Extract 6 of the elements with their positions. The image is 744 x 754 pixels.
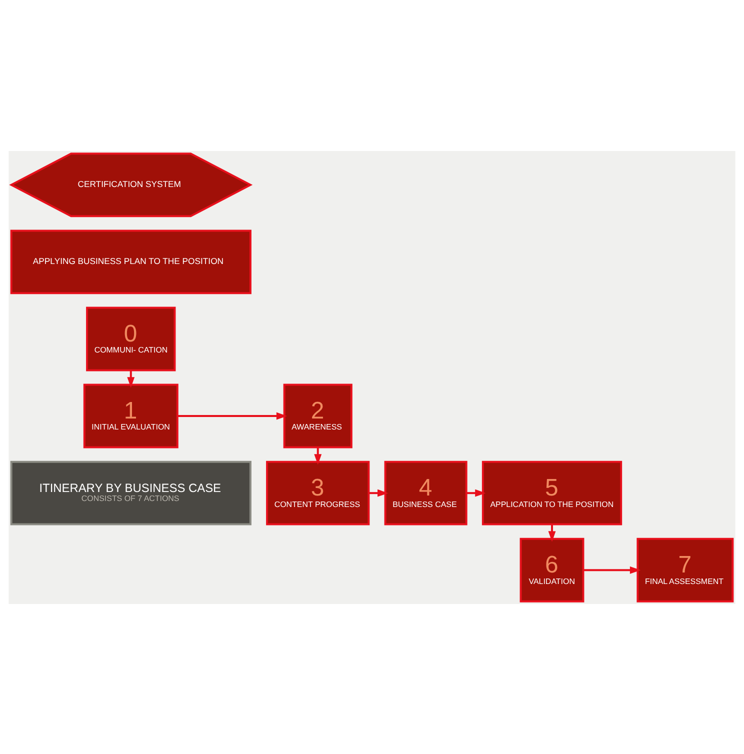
arrow (466, 488, 486, 496)
arrow (127, 370, 135, 388)
arrow (177, 412, 288, 420)
arrow (583, 566, 641, 574)
arrow (368, 488, 388, 496)
node-box: APPLYING BUSINESS PLAN TO THE POSITION (10, 229, 252, 294)
